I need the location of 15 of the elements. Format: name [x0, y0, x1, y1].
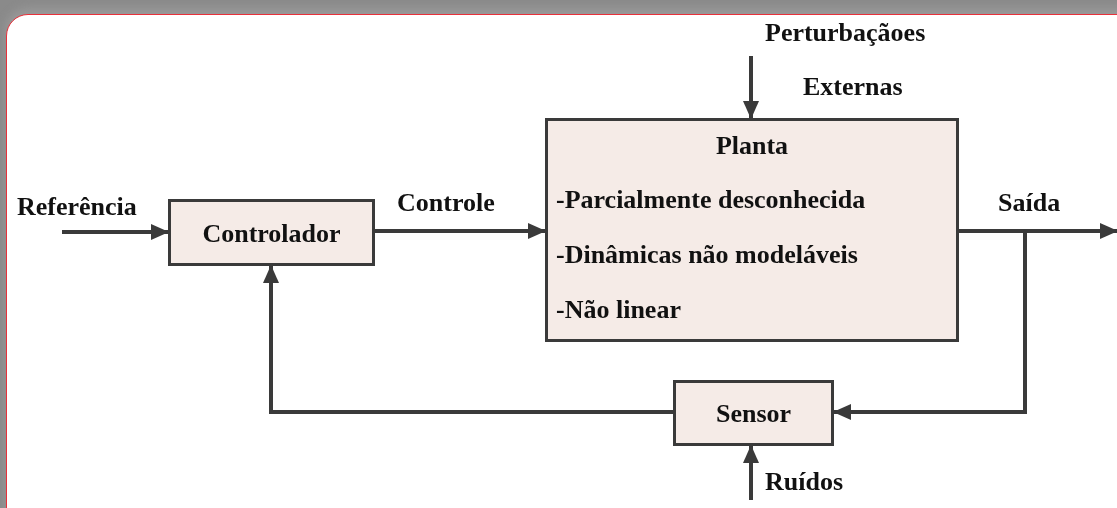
arrow: [743, 56, 759, 119]
block-label: -Dinâmicas não modeláveis: [556, 240, 858, 270]
block-label: Controlador: [201, 219, 342, 249]
arrow: [833, 229, 1027, 420]
block-title: Planta: [714, 131, 790, 161]
block-label: -Parcialmente desconhecida: [556, 185, 866, 215]
block-box: [673, 380, 834, 446]
arrow: [743, 445, 759, 500]
block-label: Sensor: [714, 399, 793, 429]
arrow: [62, 224, 169, 240]
arrow: [263, 265, 673, 414]
block-label: -Não linear: [556, 295, 681, 325]
block-box: [545, 118, 959, 342]
arrow: [375, 223, 546, 239]
block-box: [168, 199, 375, 266]
